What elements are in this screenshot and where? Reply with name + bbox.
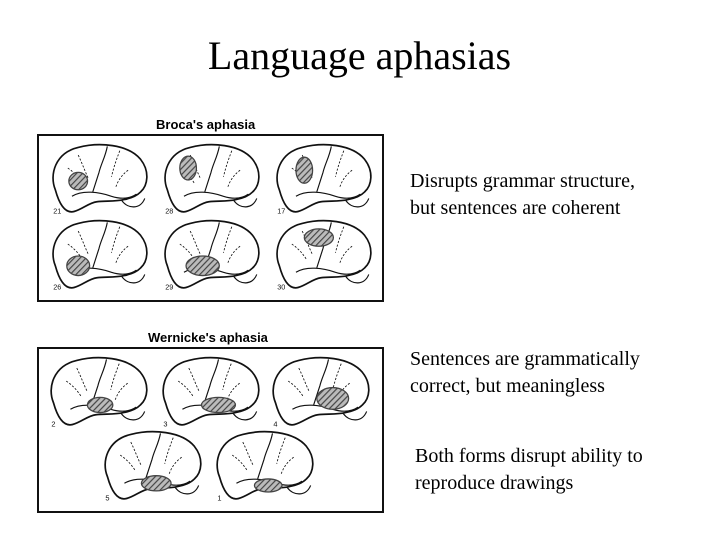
both-description-line-2: reproduce drawings	[415, 472, 574, 494]
broca-lesion-4	[66, 255, 91, 277]
wernicke-brain-outline-5	[216, 430, 314, 500]
broca-cerebellum-2	[233, 198, 258, 208]
broca-brain-outline-4	[52, 219, 148, 289]
broca-case-number-4: 26	[53, 283, 61, 292]
wernicke-case-number-4: 5	[105, 494, 109, 503]
wernicke-brain-diagrams: 2 3 4 5 1	[50, 356, 370, 503]
wernicke-brain-1: 2	[50, 356, 148, 429]
wernicke-brain-outline-1	[50, 356, 148, 426]
wernicke-lesion-1	[86, 396, 114, 414]
broca-figure-caption: Broca's aphasia	[156, 117, 256, 132]
wernicke-central-sulcus-2	[203, 359, 220, 406]
wernicke-sulci-1	[65, 363, 128, 401]
broca-cerebellum-4	[121, 274, 146, 284]
broca-case-number-3: 17	[277, 207, 285, 216]
broca-brain-4: 26	[52, 219, 148, 292]
wernicke-case-number-3: 4	[273, 420, 277, 429]
wernicke-sulci-5	[231, 437, 294, 475]
broca-cerebellum-1	[121, 198, 146, 208]
broca-central-sulcus-4	[92, 222, 108, 269]
broca-lesion-2	[179, 155, 198, 181]
wernicke-brain-5: 1	[216, 430, 314, 503]
broca-cerebellum-3	[345, 198, 370, 208]
wernicke-cerebellum-3	[342, 411, 368, 421]
broca-case-number-6: 30	[277, 283, 285, 292]
broca-lesion-1	[68, 171, 89, 191]
wernicke-sulci-2	[177, 363, 240, 401]
wernicke-description-line-2: correct, but meaningless	[410, 375, 605, 397]
wernicke-sulci-3	[287, 363, 350, 401]
broca-lesion-5	[185, 255, 220, 277]
broca-case-number-1: 21	[53, 207, 61, 216]
wernicke-sulci-4	[119, 437, 182, 475]
broca-brain-outline-3	[276, 143, 372, 213]
both-description-line-1: Both forms disrupt ability to	[415, 445, 643, 467]
wernicke-cerebellum-1	[120, 411, 146, 421]
wernicke-cerebellum-2	[232, 411, 258, 421]
wernicke-case-number-5: 1	[217, 494, 221, 503]
wernicke-lesion-2	[200, 396, 237, 414]
both-description: Both forms disrupt ability to reproduce …	[415, 443, 643, 497]
broca-sulci-5	[179, 226, 241, 264]
broca-lesion-6	[303, 228, 335, 247]
broca-brain-3: 17	[276, 143, 372, 216]
broca-brain-5: 29	[164, 219, 260, 292]
broca-description-line-2: but sentences are coherent	[410, 197, 621, 219]
wernicke-central-sulcus-4	[145, 433, 162, 480]
broca-cerebellum-5	[233, 274, 258, 284]
slide-title: Language aphasias	[207, 33, 512, 78]
broca-brain-outline-6	[276, 219, 372, 289]
wernicke-figure-panel: 2 3 4 5 1	[37, 347, 384, 513]
wernicke-brain-4: 5	[104, 430, 202, 503]
wernicke-brain-outline-4	[104, 430, 202, 500]
broca-brain-1: 21	[52, 143, 148, 216]
broca-figure-panel: 21 28 17 26 29 30	[37, 134, 384, 302]
wernicke-central-sulcus-5	[257, 433, 274, 480]
wernicke-figure-caption: Wernicke's aphasia	[148, 330, 268, 345]
broca-sulci-4	[67, 226, 129, 264]
wernicke-brain-2: 3	[162, 356, 260, 429]
wernicke-description-line-1: Sentences are grammatically	[410, 348, 640, 370]
broca-brain-outline-5	[164, 219, 260, 289]
broca-lesion-3	[295, 156, 314, 184]
wernicke-cerebellum-5	[286, 485, 312, 495]
wernicke-lesion-3	[316, 386, 350, 410]
wernicke-case-number-2: 3	[163, 420, 167, 429]
wernicke-cerebellum-4	[174, 485, 200, 495]
broca-sylvian-fissure-6	[295, 267, 361, 275]
wernicke-case-number-1: 2	[51, 420, 55, 429]
wernicke-brain-outline-2	[162, 356, 260, 426]
broca-central-sulcus-3	[316, 146, 332, 193]
wernicke-central-sulcus-3	[313, 359, 330, 406]
broca-sulci-1	[67, 150, 129, 188]
wernicke-description: Sentences are grammatically correct, but…	[410, 346, 640, 400]
broca-case-number-5: 29	[165, 283, 173, 292]
broca-brain-outline-1	[52, 143, 148, 213]
broca-brain-diagrams: 21 28 17 26 29 30	[52, 143, 372, 292]
broca-sylvian-fissure-1	[71, 191, 137, 199]
broca-description: Disrupts grammar structure, but sentence…	[410, 168, 635, 222]
wernicke-brain-3: 4	[272, 356, 370, 429]
broca-brain-outline-2	[164, 143, 260, 213]
broca-case-number-2: 28	[165, 207, 173, 216]
broca-brain-6: 30	[276, 219, 372, 292]
wernicke-lesion-5	[253, 478, 283, 493]
broca-sylvian-fissure-2	[183, 191, 249, 199]
wernicke-lesion-4	[140, 475, 172, 492]
broca-description-line-1: Disrupts grammar structure,	[410, 170, 635, 192]
broca-cerebellum-6	[345, 274, 370, 284]
broca-central-sulcus-1	[92, 146, 108, 193]
broca-sylvian-fissure-3	[295, 191, 361, 199]
broca-central-sulcus-2	[204, 146, 220, 193]
broca-brain-2: 28	[164, 143, 260, 216]
